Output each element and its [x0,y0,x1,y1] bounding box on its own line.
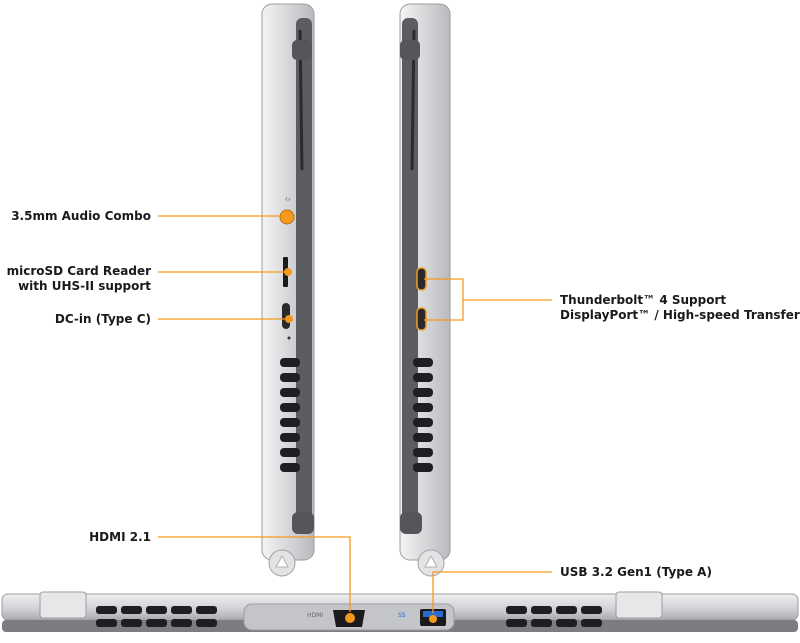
rear-hinge-right [615,591,663,619]
usb-ss-mark: SS [398,612,406,619]
microsd-label-line1: microSD Card Reader [6,264,151,278]
microsd-label-line2: with UHS-II support [18,279,151,293]
hdmi-label: HDMI 2.1 [89,530,151,544]
led-indicator [287,336,291,340]
left-side-view: ♫ [261,3,315,577]
right-foot-bottom [400,512,422,534]
audio-label: 3.5mm Audio Combo [11,209,151,223]
hdmi-leader-line [158,536,351,612]
right-foot-top [400,40,420,60]
rear-hinge-left [39,591,87,619]
rear-vents-left [96,606,217,627]
left-foot-top [292,40,312,60]
hdmi-mark: HDMI [307,612,323,619]
dcin-label: DC-in (Type C) [54,312,151,326]
left-foot-bottom [292,512,314,534]
left-vents [280,358,300,472]
thunderbolt-label-line2: DisplayPort™ / High-speed Transferring [560,308,800,322]
right-vents [413,358,433,472]
audio-jack-port [279,209,295,225]
right-side-view [399,3,451,577]
rear-view: HDMI SS [1,591,799,632]
thunderbolt-label-line1: Thunderbolt™ 4 Support [560,293,727,307]
thunderbolt-port-2 [416,307,427,331]
rear-vents-right [506,606,602,627]
audio-icon: ♫ [284,196,291,201]
usb-leader-line [432,571,552,613]
usb-label: USB 3.2 Gen1 (Type A) [560,565,712,579]
